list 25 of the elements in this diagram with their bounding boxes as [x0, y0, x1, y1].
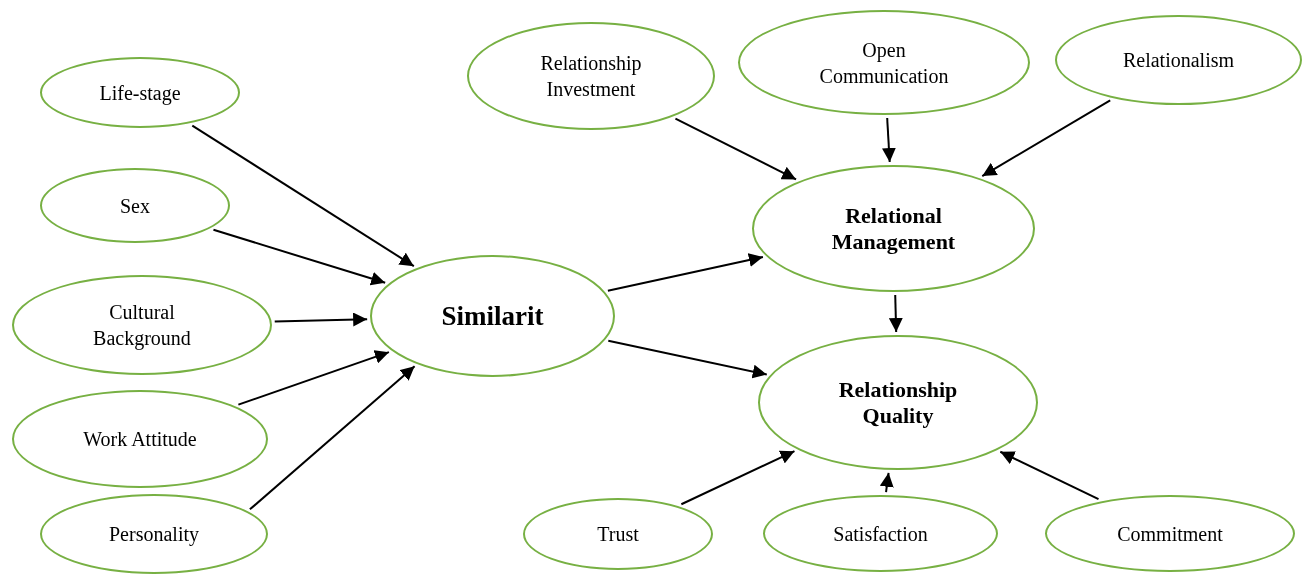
arrow — [237, 350, 390, 406]
node-label: Personality — [109, 522, 199, 547]
node-label: Work Attitude — [83, 427, 197, 452]
node-label: Cultural Background — [92, 300, 192, 351]
node-label: Relationship Quality — [837, 376, 959, 429]
arrow — [273, 312, 369, 327]
node-label: Similarit — [441, 301, 544, 331]
arrow — [674, 117, 798, 181]
arrow — [999, 450, 1100, 501]
node-label: Sex — [120, 193, 150, 219]
node-label: Relationalism — [1122, 48, 1235, 73]
arrow — [888, 294, 903, 333]
node-label: Trust — [597, 522, 639, 547]
node-label: Life-stage — [99, 80, 181, 106]
arrow — [879, 471, 894, 494]
arrow — [680, 450, 796, 506]
arrow — [248, 365, 416, 511]
arrow — [881, 117, 896, 163]
arrow — [981, 99, 1112, 177]
node-label: Relational Management — [830, 202, 957, 255]
node-label: Satisfaction — [833, 521, 928, 547]
node-label: Relationship Investment — [539, 51, 643, 102]
node-label: Commitment — [1117, 521, 1223, 547]
arrow — [212, 228, 387, 286]
node-label: Open Communication — [818, 37, 950, 89]
